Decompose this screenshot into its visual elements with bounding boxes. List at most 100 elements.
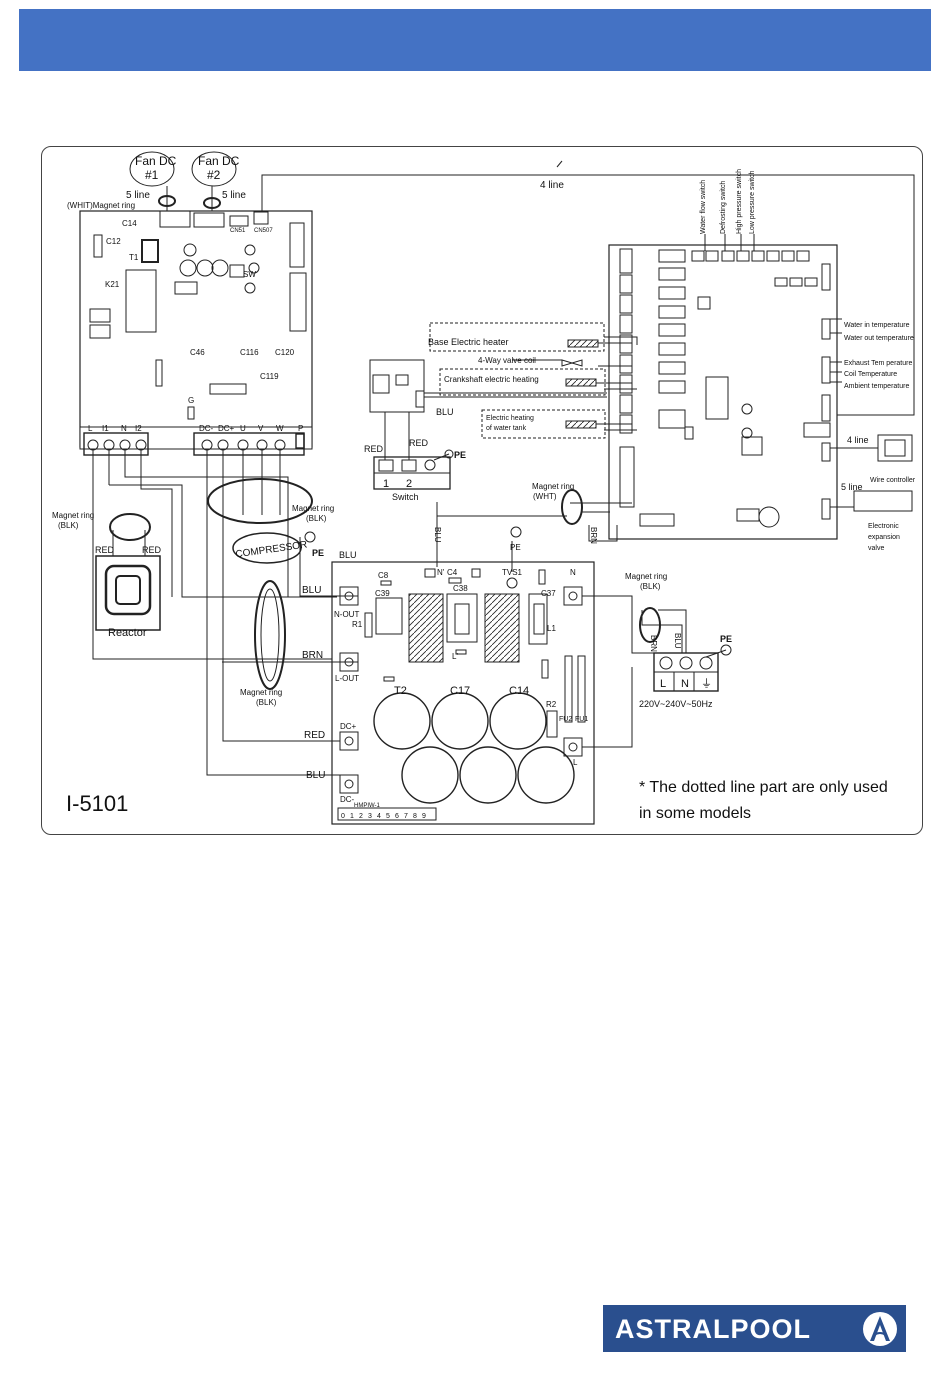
fan-1-label: Fan DC bbox=[135, 154, 177, 168]
svg-text:TVS1: TVS1 bbox=[502, 568, 523, 577]
svg-text:L-OUT: L-OUT bbox=[335, 674, 359, 683]
fan-2-id: #2 bbox=[207, 168, 221, 182]
svg-text:C119: C119 bbox=[260, 372, 279, 381]
svg-text:Magnet ring: Magnet ring bbox=[292, 504, 334, 513]
svg-text:DC-: DC- bbox=[199, 424, 214, 433]
svg-text:5 line: 5 line bbox=[841, 482, 863, 492]
svg-text:Water out temperature: Water out temperature bbox=[844, 335, 914, 342]
svg-text:(BLK): (BLK) bbox=[58, 521, 79, 530]
magnet-ring-blk-left: Magnet ring bbox=[52, 511, 94, 520]
svg-text:5: 5 bbox=[386, 813, 390, 820]
svg-text:BLU: BLU bbox=[436, 407, 454, 417]
svg-text:BRN: BRN bbox=[649, 635, 658, 652]
svg-text:1: 1 bbox=[350, 813, 354, 820]
svg-text:BRN: BRN bbox=[302, 650, 323, 661]
svg-text:2: 2 bbox=[359, 813, 363, 820]
svg-text:BLU: BLU bbox=[433, 527, 442, 543]
svg-text:G: G bbox=[188, 396, 194, 405]
svg-text:valve: valve bbox=[868, 545, 884, 552]
svg-text:C116: C116 bbox=[240, 348, 259, 357]
svg-text:BLU: BLU bbox=[306, 770, 325, 781]
magnet-ring-reactor bbox=[109, 513, 151, 541]
svg-text:of water tank: of water tank bbox=[486, 425, 527, 432]
svg-text:PE: PE bbox=[720, 634, 732, 644]
reactor-core bbox=[95, 555, 161, 631]
magnet-ring-compressor bbox=[207, 478, 313, 524]
svg-text:N': N' bbox=[437, 568, 445, 577]
svg-text:CN507: CN507 bbox=[254, 228, 273, 234]
svg-text:C39: C39 bbox=[375, 589, 390, 598]
note-line-2: in some models bbox=[639, 805, 751, 822]
svg-text:Electronic: Electronic bbox=[868, 523, 899, 530]
svg-text:BLU: BLU bbox=[339, 550, 357, 560]
svg-text:N: N bbox=[681, 678, 689, 690]
svg-text:HMPIW-1: HMPIW-1 bbox=[354, 803, 381, 809]
svg-text:4-Way valve coil: 4-Way valve coil bbox=[478, 356, 536, 365]
svg-text:C17: C17 bbox=[450, 685, 470, 697]
svg-text:(BLK): (BLK) bbox=[640, 582, 661, 591]
magnet-ring-wht bbox=[561, 489, 583, 525]
magnet-ring-center bbox=[254, 580, 286, 690]
svg-text:Coil Temperature: Coil Temperature bbox=[844, 371, 897, 378]
model-number: I-5101 bbox=[66, 791, 128, 816]
svg-text:I1: I1 bbox=[102, 424, 109, 433]
svg-text:L': L' bbox=[452, 652, 458, 661]
svg-text:(BLK): (BLK) bbox=[306, 514, 327, 523]
svg-text:3: 3 bbox=[368, 813, 372, 820]
reactor-label: Reactor bbox=[108, 627, 147, 639]
svg-text:(WHT): (WHT) bbox=[533, 492, 557, 501]
svg-text:Crankshaft electric heating: Crankshaft electric heating bbox=[444, 375, 539, 384]
svg-text:4 line: 4 line bbox=[847, 435, 869, 445]
svg-text:DC+: DC+ bbox=[340, 722, 357, 731]
svg-text:Ambient temperature: Ambient temperature bbox=[844, 383, 909, 390]
svg-text:BLU: BLU bbox=[673, 633, 682, 649]
svg-text:⏚: ⏚ bbox=[701, 677, 712, 690]
switch-label: Switch bbox=[392, 492, 419, 502]
svg-text:L: L bbox=[660, 678, 666, 690]
svg-text:PE: PE bbox=[312, 548, 324, 558]
five-line-b: 5 line bbox=[222, 190, 246, 201]
svg-text:L: L bbox=[88, 424, 93, 433]
svg-text:High pressure switch: High pressure switch bbox=[736, 169, 743, 234]
svg-text:Water flow switch: Water flow switch bbox=[700, 180, 707, 234]
svg-text:Defrosting switch: Defrosting switch bbox=[720, 181, 727, 234]
svg-text:2: 2 bbox=[406, 478, 412, 490]
svg-text:C8: C8 bbox=[378, 571, 389, 580]
svg-text:CN51: CN51 bbox=[230, 228, 246, 234]
svg-text:P: P bbox=[298, 424, 303, 433]
outdoor-control-board bbox=[79, 210, 313, 448]
svg-text:RED: RED bbox=[364, 444, 384, 454]
svg-text:N: N bbox=[570, 568, 576, 577]
svg-text:8: 8 bbox=[413, 813, 417, 820]
svg-text:DC-: DC- bbox=[340, 795, 355, 804]
svg-text:Water in temperature: Water in temperature bbox=[844, 322, 910, 329]
svg-text:Magnet ring: Magnet ring bbox=[625, 572, 667, 581]
astralpool-mark-icon bbox=[863, 1312, 897, 1346]
svg-text:7: 7 bbox=[404, 813, 408, 820]
fan-dc-1 bbox=[129, 151, 175, 187]
svg-text:R2: R2 bbox=[546, 700, 557, 709]
fan-1-id: #1 bbox=[145, 168, 159, 182]
header-bar bbox=[19, 9, 931, 71]
svg-text:C14: C14 bbox=[122, 219, 137, 228]
svg-text:DC+: DC+ bbox=[218, 424, 235, 433]
svg-text:V: V bbox=[258, 424, 264, 433]
svg-text:U: U bbox=[240, 424, 246, 433]
svg-text:Electric heating: Electric heating bbox=[486, 415, 534, 422]
wiring-diagram-svg: Fan DC #1 Fan DC #2 5 line 5 line (WHIT)… bbox=[52, 151, 916, 825]
note-line-1: * The dotted line part are only used bbox=[639, 779, 888, 796]
astralpool-logo: ASTRALPOOL bbox=[603, 1305, 906, 1352]
svg-text:PE: PE bbox=[510, 543, 521, 552]
svg-text:Magnet ring: Magnet ring bbox=[532, 482, 574, 491]
left-terminal-labels: L I1 N I2 DC- DC+ U V W P bbox=[88, 424, 303, 433]
svg-text:N-OUT: N-OUT bbox=[334, 610, 359, 619]
svg-text:C120: C120 bbox=[275, 348, 295, 357]
svg-text:Base Electric heater: Base Electric heater bbox=[428, 337, 509, 347]
svg-text:N: N bbox=[121, 424, 127, 433]
svg-text:C14: C14 bbox=[509, 685, 529, 697]
svg-text:9: 9 bbox=[422, 813, 426, 820]
svg-text:RED: RED bbox=[95, 545, 115, 555]
wiring-diagram: Fan DC #1 Fan DC #2 5 line 5 line (WHIT)… bbox=[41, 146, 923, 835]
whit-magnet-label: (WHIT)Magnet ring bbox=[67, 201, 135, 210]
svg-text:Magnet ring: Magnet ring bbox=[240, 688, 282, 697]
